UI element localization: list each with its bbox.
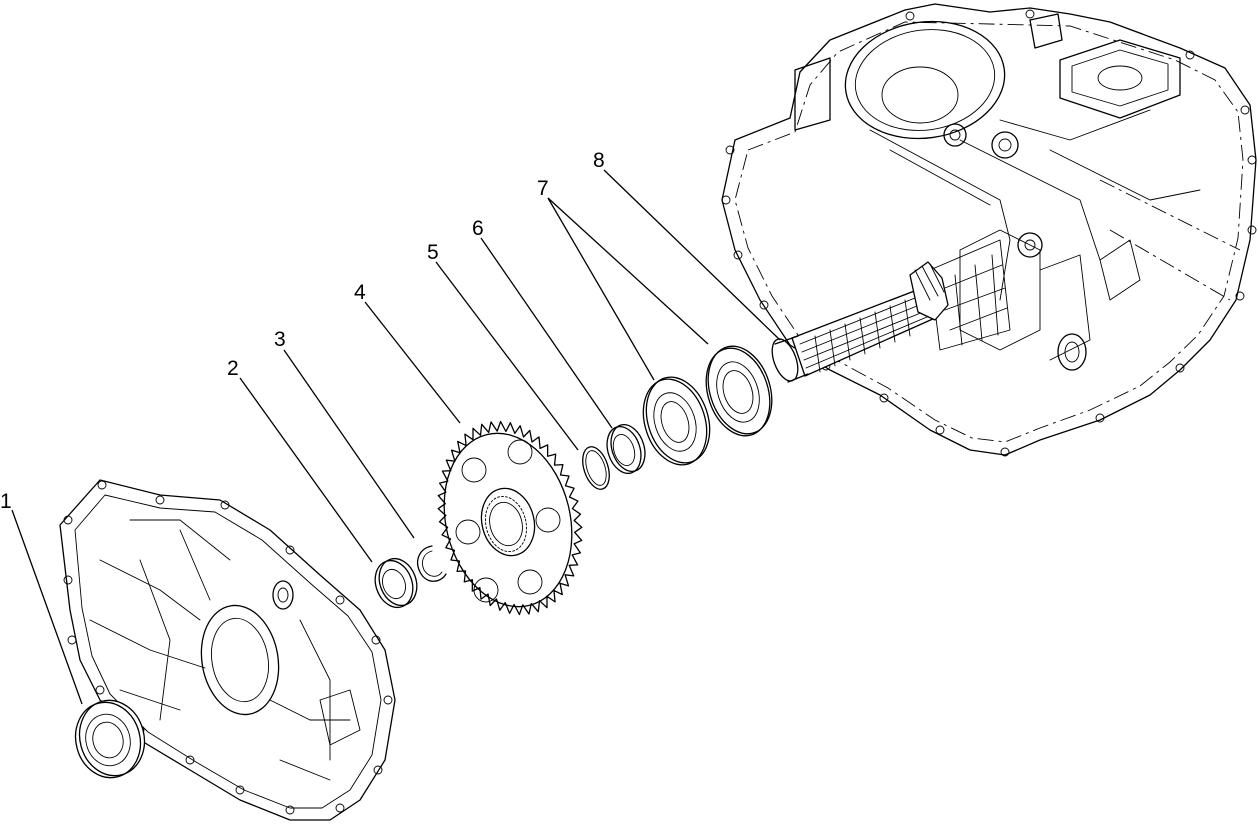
housing-ribbing bbox=[929, 239, 1011, 351]
callout-4: 4 bbox=[354, 281, 366, 304]
callout-labels: 1 2 3 4 5 6 7 8 bbox=[0, 149, 605, 513]
leader-4 bbox=[364, 301, 461, 424]
callout-8: 8 bbox=[593, 149, 605, 172]
spacer-2 bbox=[374, 557, 418, 609]
bearing-7-right bbox=[705, 345, 773, 437]
spacer-6 bbox=[606, 423, 646, 475]
splined-shaft bbox=[771, 261, 949, 383]
callout-5: 5 bbox=[427, 241, 439, 264]
leader-8 bbox=[603, 169, 781, 341]
callout-1: 1 bbox=[0, 490, 12, 513]
leader-3 bbox=[283, 349, 415, 539]
callout-3: 3 bbox=[274, 328, 286, 351]
bearing-1 bbox=[74, 699, 146, 779]
leader-7a bbox=[547, 197, 655, 381]
snap-ring-5 bbox=[582, 446, 610, 490]
leader-7b bbox=[547, 197, 709, 345]
snap-ring-3 bbox=[417, 545, 447, 582]
leader-2 bbox=[239, 377, 373, 563]
leader-6 bbox=[480, 237, 613, 429]
bearing-7-left bbox=[642, 376, 711, 466]
leader-1 bbox=[11, 509, 83, 705]
callout-2: 2 bbox=[227, 357, 239, 380]
callout-7: 7 bbox=[537, 177, 549, 200]
gear-4 bbox=[437, 420, 583, 616]
callout-6: 6 bbox=[472, 217, 484, 240]
leader-5 bbox=[435, 261, 579, 451]
transmission-housing bbox=[721, 3, 1257, 457]
leader-lines bbox=[11, 169, 781, 705]
housing-bolt-holes bbox=[721, 9, 1257, 457]
